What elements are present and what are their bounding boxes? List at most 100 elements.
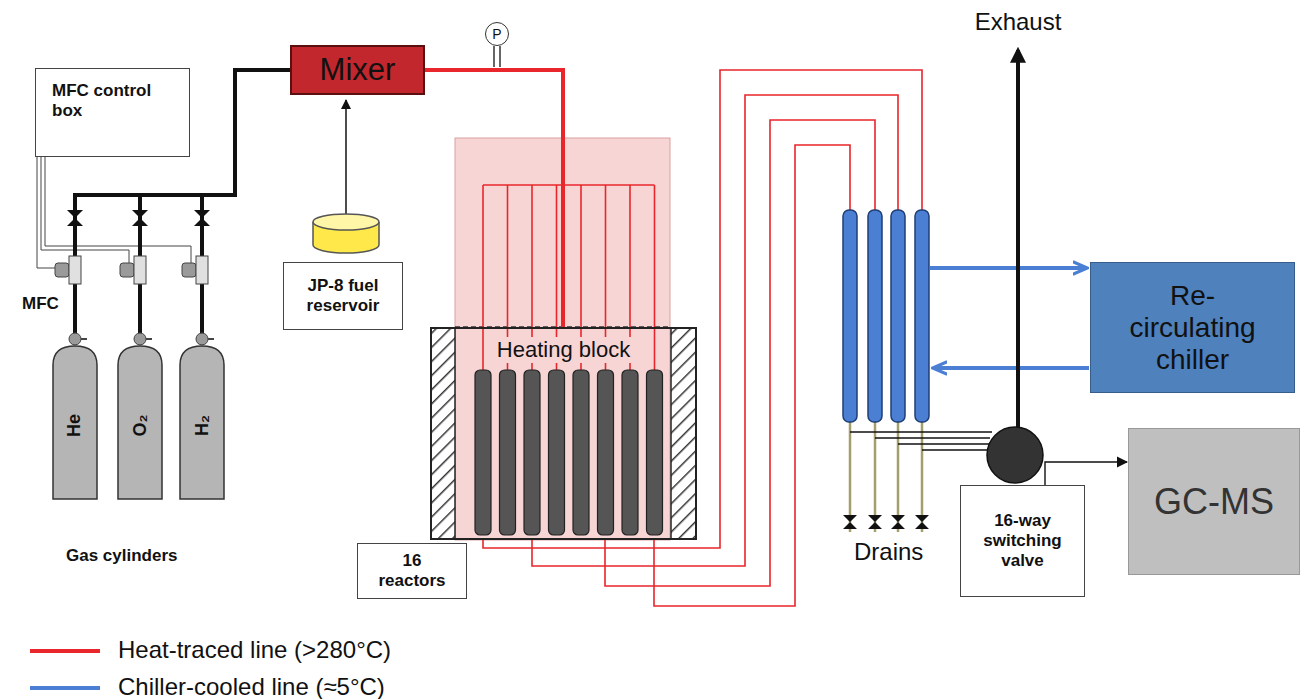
reactor-tube [524,370,540,535]
insulation-hatching [431,327,696,540]
reactor-tube [573,370,589,535]
mass-flow-controller [69,256,81,284]
node-text: P [492,26,501,42]
pressure-gauge-stub [493,46,495,67]
heat-traced-manifold [483,185,655,372]
cylinder-label: He [64,414,85,437]
cylinder-body [118,346,162,499]
condenser-drain-line [850,420,922,532]
heat-traced-manifold [483,184,655,186]
flow-label: Exhaust [975,8,1062,36]
heating-block: Heating block [430,327,697,540]
condenser-outlet-line [875,437,990,438]
heat-traced-outlet [483,70,922,548]
drain-valve [915,515,929,529]
reactor-tube [549,370,565,535]
mfc-actuator [55,263,69,277]
part-label: Drains [854,538,923,566]
fuel-reservoir-cylinder [313,100,379,253]
mass-flow-controller [134,256,146,284]
reactor-tube [475,370,663,535]
gas-cylinder: H₂ [179,345,225,500]
reactor-label-box: 16 reactors [357,543,467,599]
fuel-reservoir-cylinder [345,100,347,214]
group-label: Gas cylinders [66,546,178,566]
condenser-tube [843,210,857,422]
coolant-arrow [930,266,1084,270]
condenser-outlet-line [922,449,990,450]
drain-valve [868,515,882,529]
pressure-gauge-stub [494,46,500,67]
condenser-outlet-line [850,432,992,450]
condenser-tube [891,210,905,422]
exhaust-arrow [1016,50,1020,432]
cylinder-label: O₂ [130,415,151,437]
mfc-actuator [182,263,196,277]
node-text: Heating block [493,337,634,363]
valve-label-box: 16-way switching valve [960,485,1085,597]
reactor-tube [475,370,491,535]
chiller-box: Re- circulating chiller [1090,262,1295,393]
reactor-tube [598,370,614,535]
reactor-tube [500,370,516,535]
insulation-hatching [431,328,455,539]
exhaust-arrow [1018,50,1019,432]
node-text: 16-way switching valve [975,511,1070,571]
condenser-tube [915,210,929,422]
mfc-control-wire [37,157,191,268]
mfc-actuator [120,263,134,277]
coolant-arrow [936,366,1089,370]
cylinder-valve [196,333,208,345]
cylinder-body [180,346,224,499]
legend-sample-lines [30,686,100,690]
node-text: Mixer [320,52,396,88]
switching-valve-symbol [987,427,1043,483]
heat-traced-manifold [482,185,484,372]
shutoff-valve [194,210,210,226]
heat-traced-manifold [654,185,656,372]
insulation-hatching [671,328,696,539]
node-text: JP-8 fuel reservoir [294,276,392,316]
insulation-hatching [670,327,672,540]
gas-cylinder: O₂ [117,345,163,500]
reservoir-label-box: JP-8 fuel reservoir [283,262,403,330]
switching-valve-symbol [987,427,1043,483]
node-text: MFC control box [52,81,167,121]
drain-valve [843,515,857,529]
cylinder-valve [81,338,87,340]
legend-text: Heat-traced line (>280°C) [118,636,391,664]
gas-cylinder: He [52,345,98,500]
flow-line [1045,462,1127,485]
part-label: MFC [22,294,59,314]
reactor-tube [622,370,638,535]
condenser-outlet-line [898,443,990,444]
mass-flow-controller [196,256,208,284]
cylinder-valve [69,333,81,345]
mfc-control-wire [45,157,191,268]
shutoff-valve [132,210,148,226]
drain-valve [843,515,929,529]
pressure-gauge: P [485,22,509,46]
mfc-control-wire [41,157,129,268]
mixer-box: Mixer [290,45,425,95]
heat-traced-outlet [654,145,850,606]
flow-line [202,70,290,345]
condenser-tube [868,210,882,422]
heat-traced-outlet [483,70,922,606]
cylinder-valve [134,333,146,345]
legend-sample-lines [30,649,100,653]
cylinder-body [53,346,97,499]
reactor-tube [647,370,663,535]
cylinder-valve [146,338,152,340]
gas-line-parts [55,210,214,345]
insulation-hatching [454,327,456,540]
fuel-reservoir-cylinder [313,214,379,230]
drain-valve [891,515,905,529]
flow-line [425,70,563,327]
legend-text: Chiller-cooled line (≈5°C) [118,673,385,699]
condenser-outlet-line [850,431,992,432]
legend-sample-lines [30,651,100,688]
cylinder-valve [208,338,214,340]
gc-ms-box: GC-MS [1128,428,1300,575]
